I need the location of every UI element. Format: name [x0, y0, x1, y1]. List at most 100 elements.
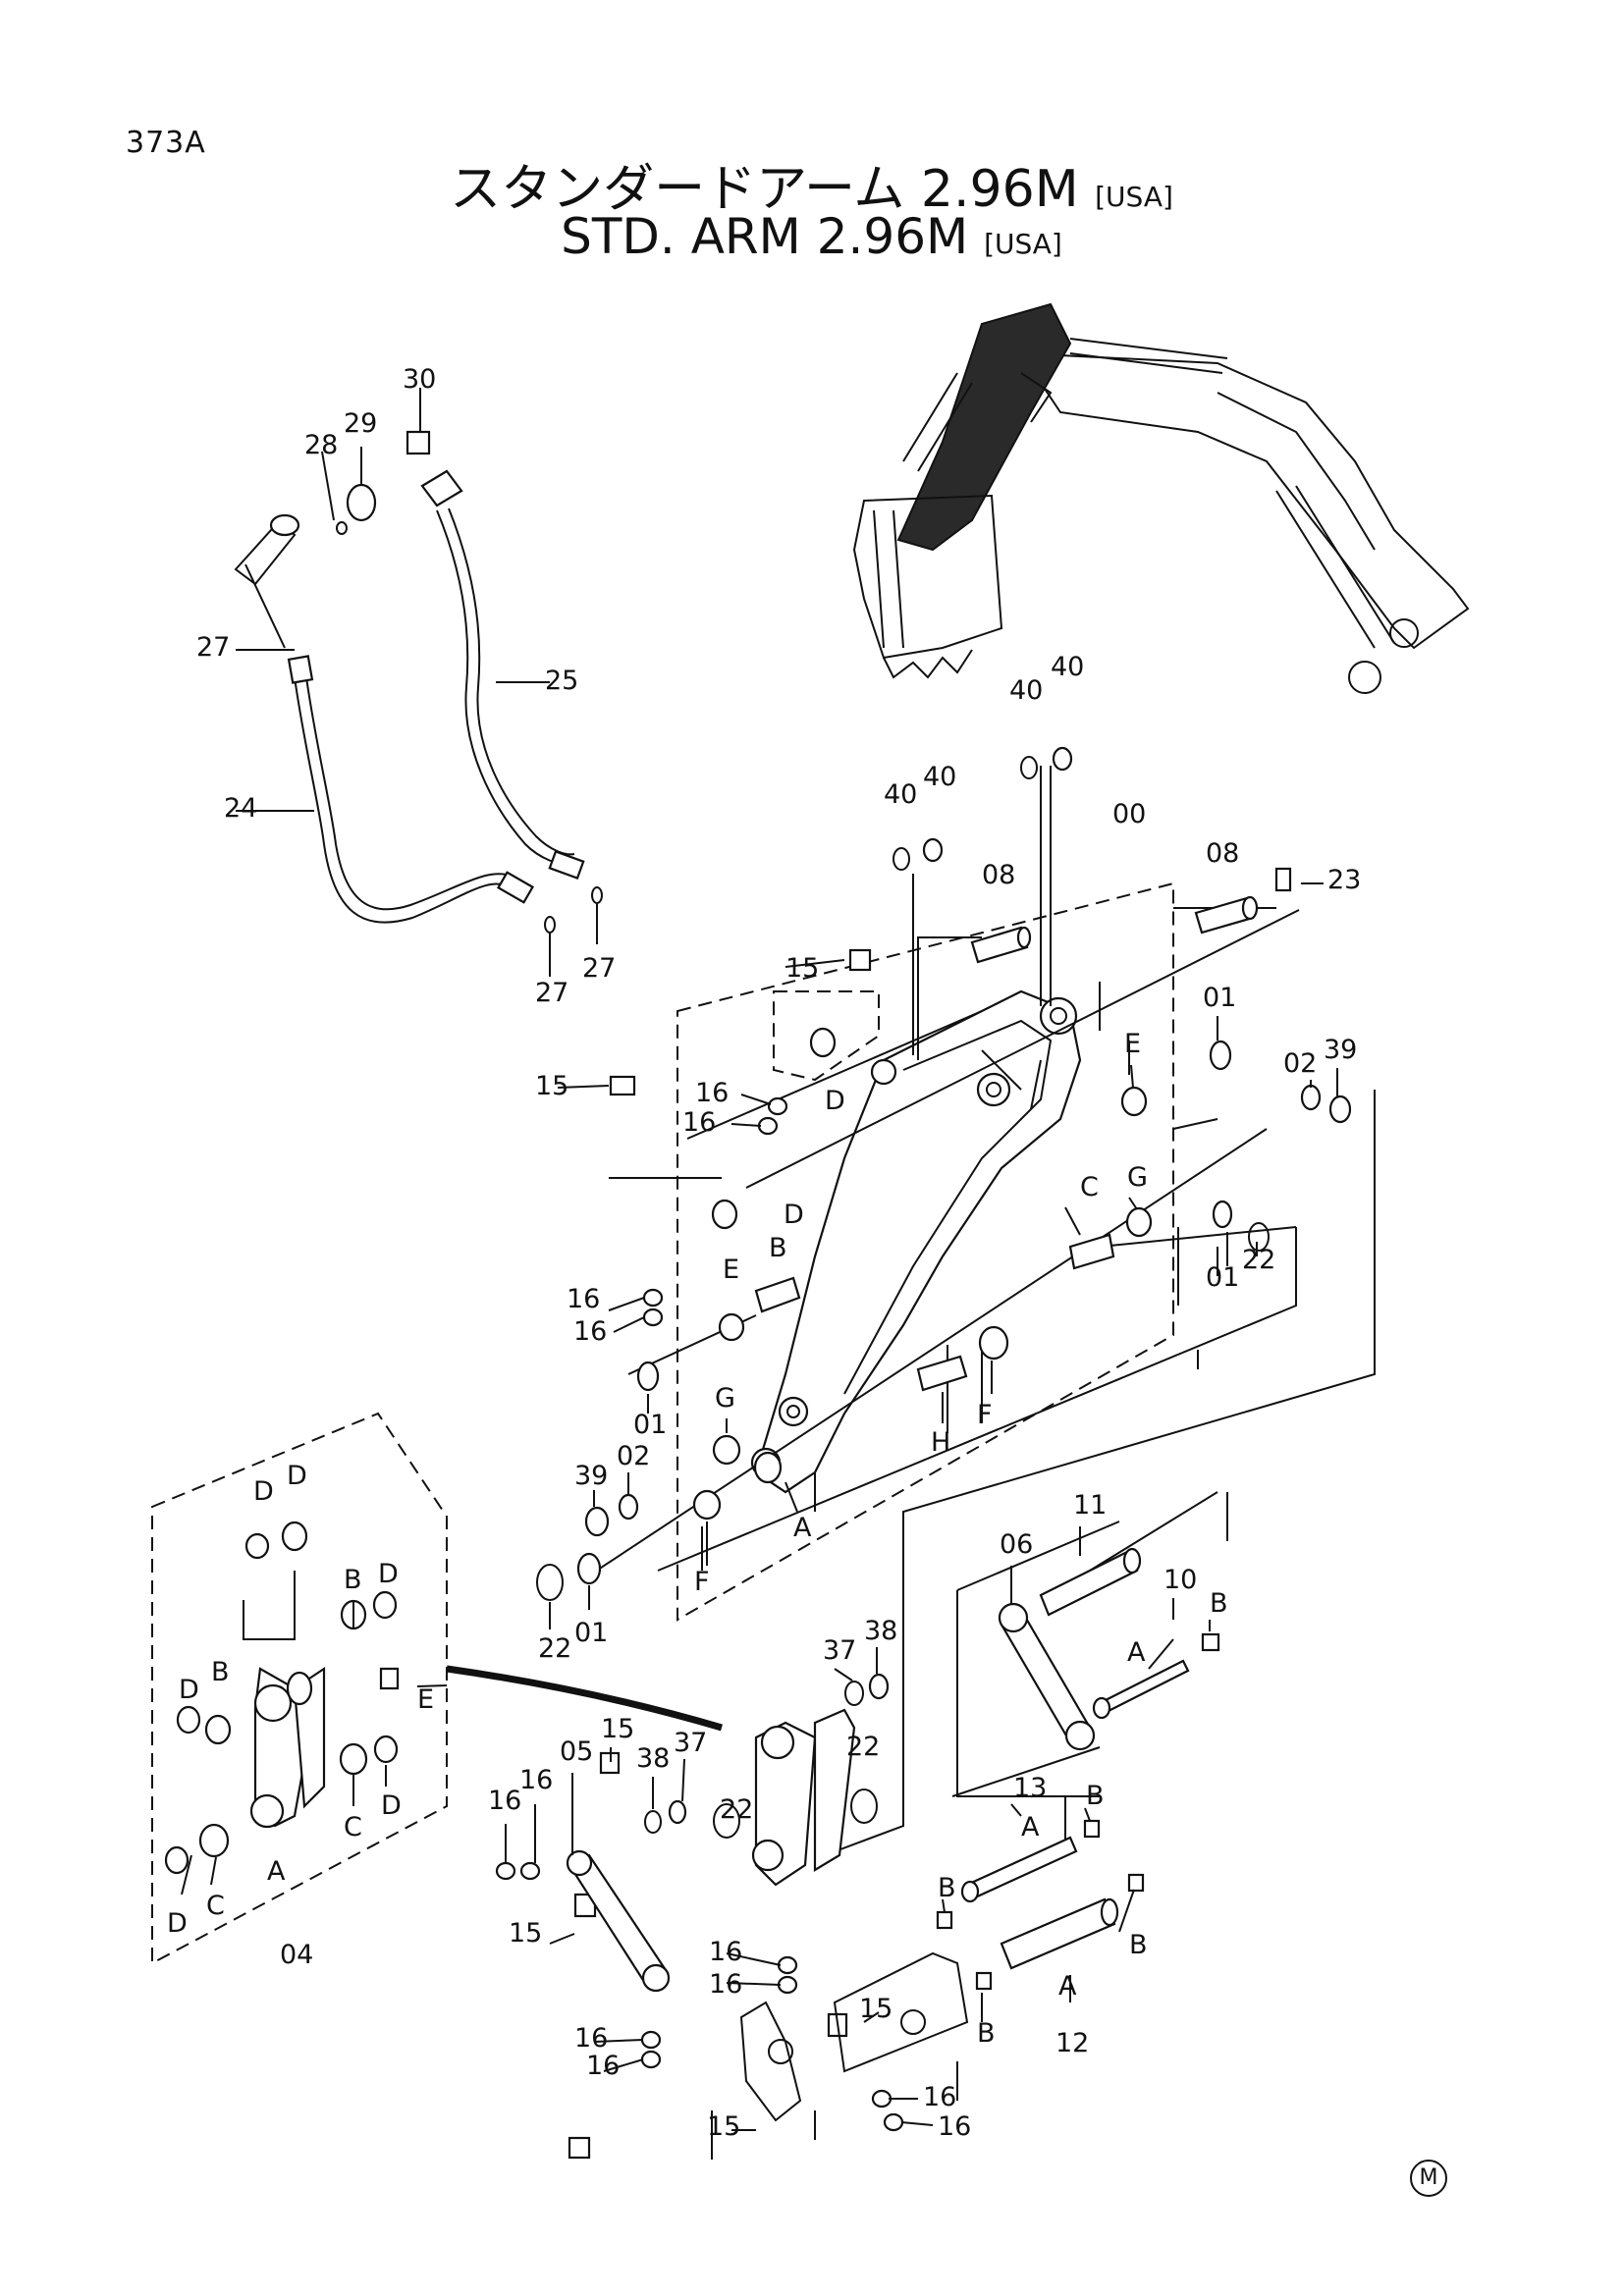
hose-assembly [234, 388, 603, 977]
callout-B-link-2: B [211, 1657, 230, 1687]
callout-leaders [181, 882, 1338, 2131]
callout-01-a: 01 [1203, 983, 1236, 1013]
title-jp-text: スタンダードアーム 2.96M [450, 160, 1079, 219]
callout-23: 23 [1327, 865, 1361, 895]
callout-15-link: 15 [601, 1714, 634, 1744]
callout-F-left: F [694, 1567, 710, 1597]
callout-38-left: 38 [636, 1743, 670, 1774]
callout-G-left: G [715, 1383, 735, 1414]
callout-37-left: 37 [674, 1728, 707, 1758]
callout-22-right: 22 [1242, 1245, 1275, 1275]
bucket-linkage [495, 1547, 1220, 2160]
callout-08-left: 08 [982, 860, 1015, 890]
callout-16-b: 16 [682, 1107, 716, 1138]
callout-D-link-5: D [381, 1790, 402, 1821]
title-english: STD. ARM 2.96M [USA] [0, 208, 1623, 265]
callout-D-top: D [825, 1086, 845, 1116]
callout-16-k: 16 [923, 2082, 956, 2112]
callout-16-i: 16 [574, 2023, 608, 2054]
callout-D-link-6: D [167, 1908, 188, 1939]
callout-F-right: F [977, 1400, 993, 1430]
callout-H: H [931, 1427, 950, 1458]
callout-C-link-1: C [344, 1812, 362, 1842]
callout-C-link-2: C [206, 1891, 225, 1921]
callout-40-c: 40 [923, 762, 956, 792]
callout-38-right: 38 [864, 1616, 897, 1646]
callout-A-pin13: A [1021, 1812, 1040, 1842]
callout-12: 12 [1055, 2028, 1089, 2058]
callout-16-g: 16 [709, 1937, 742, 1967]
callout-10: 10 [1163, 1565, 1197, 1595]
callout-E-left: E [723, 1255, 739, 1285]
callout-B-link-1: B [344, 1565, 362, 1595]
link-assembly-04 [164, 1521, 400, 1875]
callout-22-left: 22 [538, 1633, 571, 1664]
callout-11: 11 [1073, 1490, 1107, 1521]
callout-01-b: 01 [1206, 1262, 1239, 1293]
callout-30: 30 [403, 364, 436, 395]
title-en-region: [USA] [984, 228, 1062, 260]
callout-13: 13 [1013, 1773, 1047, 1803]
callout-D-link-1: D [253, 1476, 274, 1507]
callout-15-lower: 15 [509, 1918, 542, 1949]
callout-A-link: A [267, 1856, 286, 1887]
callout-06: 06 [1000, 1529, 1033, 1560]
callout-A-arm: A [793, 1513, 812, 1543]
callout-05: 05 [560, 1736, 593, 1767]
callout-15-top: 15 [785, 953, 819, 984]
callout-D-link-3: D [378, 1559, 399, 1589]
title-jp-region: [USA] [1095, 181, 1173, 213]
callout-B-pin13-right: B [1086, 1781, 1105, 1811]
callout-15-bottom-mid: 15 [859, 1994, 893, 2024]
excavator-overview-drawing [852, 302, 1470, 694]
callout-16-h: 16 [709, 1969, 742, 2000]
callout-27-left: 27 [535, 978, 568, 1008]
callout-40-b: 40 [1009, 675, 1043, 706]
callout-B-pin12-right: B [1129, 1930, 1148, 1960]
callout-D-mid: D [784, 1200, 804, 1230]
link-assembly-outline [151, 1412, 448, 1965]
callout-40-d: 40 [884, 779, 917, 810]
callout-D-link-2: D [287, 1461, 307, 1491]
callout-B-pin12-left: B [977, 2018, 996, 2049]
callout-37-right: 37 [823, 1635, 856, 1666]
callout-15-mid: 15 [535, 1071, 568, 1101]
reference-arrow [446, 1665, 723, 1732]
reference-lines [588, 766, 1376, 1856]
callout-B-pin10: B [1210, 1588, 1228, 1619]
callout-A-pin12: A [1058, 1971, 1077, 2002]
callout-01-d: 01 [574, 1618, 608, 1648]
callout-22-mid-right: 22 [846, 1732, 880, 1762]
callout-08-right: 08 [1206, 838, 1239, 869]
callout-E-right: E [1124, 1029, 1141, 1059]
arm-main-body [750, 989, 1082, 1494]
callout-D-link-4: D [179, 1675, 199, 1705]
callout-28: 28 [304, 430, 338, 460]
callout-22-mid-left: 22 [720, 1794, 753, 1825]
callout-27-right: 27 [582, 953, 616, 984]
pin-subassembly-outline [773, 990, 880, 1082]
callout-15-bottom: 15 [707, 2111, 740, 2142]
callout-16-j: 16 [586, 2051, 620, 2081]
callout-04: 04 [280, 1940, 313, 1970]
callout-16-a: 16 [695, 1078, 729, 1108]
callout-B-pin13-left: B [938, 1873, 956, 1903]
callout-G-right: G [1127, 1162, 1148, 1193]
callout-16-e: 16 [488, 1786, 521, 1816]
callout-16-l: 16 [938, 2111, 971, 2142]
revision-mark: M [1410, 2160, 1447, 2197]
title-japanese: スタンダードアーム 2.96M [USA] [0, 147, 1623, 221]
callout-40-a: 40 [1051, 652, 1084, 682]
callout-39-right: 39 [1324, 1035, 1357, 1065]
callout-00: 00 [1112, 799, 1146, 829]
callout-16-f: 16 [519, 1765, 553, 1795]
title-en-text: STD. ARM 2.96M [561, 208, 969, 265]
callout-24: 24 [224, 793, 257, 824]
callout-B-mid: B [769, 1233, 787, 1263]
callout-02-left: 02 [617, 1441, 650, 1471]
page-number: 373A [126, 126, 206, 160]
callout-29: 29 [344, 408, 377, 439]
callout-27-top: 27 [196, 632, 230, 663]
callout-C-right: C [1080, 1172, 1099, 1202]
